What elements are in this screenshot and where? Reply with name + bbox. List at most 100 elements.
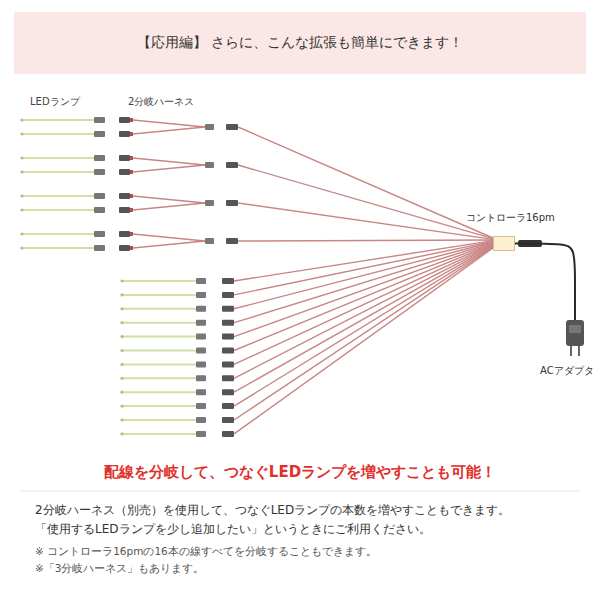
wire <box>234 246 493 392</box>
led-lamp <box>122 377 196 379</box>
part-label: LEDランプ <box>30 95 80 109</box>
lamp-tip <box>20 208 23 211</box>
lamp-tip <box>120 335 123 338</box>
wire <box>133 158 205 165</box>
connector-plug <box>222 320 234 326</box>
lamp-tip <box>120 321 123 324</box>
led-lamp <box>22 209 94 211</box>
connector-plug <box>94 245 105 251</box>
power-cable <box>515 244 575 321</box>
connector-plug <box>196 417 206 423</box>
harness-tip <box>130 246 133 250</box>
wire <box>234 247 493 420</box>
wire <box>133 165 205 172</box>
led-lamp <box>122 350 196 352</box>
wire <box>238 203 493 239</box>
harness-tip <box>130 194 133 198</box>
connector-plug <box>94 155 105 161</box>
connector-plug <box>226 200 238 206</box>
wire <box>234 245 493 378</box>
harness-tip <box>130 132 133 136</box>
lamp-tip <box>120 418 123 421</box>
connector-plug <box>196 389 206 395</box>
connector-plug <box>94 131 105 137</box>
lamp-tip <box>120 349 123 352</box>
wire <box>234 248 493 434</box>
lamp-tip <box>20 118 23 121</box>
connector-plug <box>222 431 234 437</box>
connector-plug <box>94 169 105 175</box>
wire <box>133 196 205 203</box>
connector-plug <box>222 361 234 367</box>
led-lamp <box>122 363 196 365</box>
connector-plug <box>222 403 234 409</box>
wire <box>133 203 205 210</box>
connector-plug <box>222 375 234 381</box>
led-lamp <box>22 195 94 197</box>
connector-plug <box>119 169 130 175</box>
harness-tip <box>130 208 133 212</box>
led-lamp <box>122 433 196 435</box>
led-lamp <box>22 133 94 135</box>
led-lamp <box>22 171 94 173</box>
connector-plug <box>196 334 206 340</box>
connector-plug <box>94 207 105 213</box>
connector-plug <box>119 231 130 237</box>
lamp-tip <box>20 156 23 159</box>
led-lamp <box>22 247 94 249</box>
lamp-tip <box>120 377 123 380</box>
lamp-tip <box>120 293 123 296</box>
connector-plug <box>205 200 214 206</box>
lamp-tip <box>20 170 23 173</box>
connector-plug <box>119 117 130 123</box>
connector-plug <box>205 162 214 168</box>
connector-plug <box>196 320 206 326</box>
led-lamp <box>22 157 94 159</box>
led-lamp <box>122 419 196 421</box>
connector-plug <box>222 389 234 395</box>
connector-plug <box>226 124 238 130</box>
adapter-face <box>569 325 581 333</box>
connector-plug <box>222 306 234 312</box>
led-lamp <box>122 336 196 338</box>
connector-plug <box>94 117 105 123</box>
body-text: ※ コントローラ16pmの16本の線すべてを分岐することもできます。 <box>35 545 377 559</box>
divider-line <box>20 491 580 492</box>
led-lamp <box>122 391 196 393</box>
led-lamp <box>22 119 94 121</box>
wire <box>133 120 205 127</box>
ac-adapter: ACアダプタ <box>540 314 600 378</box>
wire <box>234 245 493 365</box>
harness-tip <box>130 170 133 174</box>
wire <box>234 243 493 323</box>
lamp-tip <box>120 391 123 394</box>
lamp-tip <box>20 194 23 197</box>
node-label: コントローラ16pm <box>466 211 555 225</box>
harness-tip <box>130 118 133 122</box>
connector-plug <box>226 238 238 244</box>
connector-plug <box>222 348 234 354</box>
lamp-tip <box>20 132 23 135</box>
connector-plug <box>205 238 214 244</box>
adapter-body <box>566 320 584 346</box>
connector-plug <box>196 375 206 381</box>
connector-plug <box>196 292 206 298</box>
adapter-prong <box>570 346 572 356</box>
adapter-prong <box>578 346 580 356</box>
connector-plug <box>196 306 206 312</box>
wire <box>234 244 493 351</box>
node-label: ACアダプタ <box>540 364 600 378</box>
connector-plug <box>119 131 130 137</box>
connector-plug <box>94 193 105 199</box>
wire <box>238 240 493 241</box>
connector-plug <box>196 348 206 354</box>
adapter-illustration <box>540 314 600 358</box>
lamp-tip <box>120 363 123 366</box>
controller-body <box>493 236 515 251</box>
lamp-tip <box>120 307 123 310</box>
highlight-note: 配線を分岐して、つなぐLEDランプを増やすことも可能！ <box>0 463 600 482</box>
led-lamp <box>122 322 196 324</box>
harness-tip <box>130 156 133 160</box>
connector-plug <box>196 361 206 367</box>
body-text: ※「3分岐ハーネス」もあります。 <box>35 562 204 576</box>
